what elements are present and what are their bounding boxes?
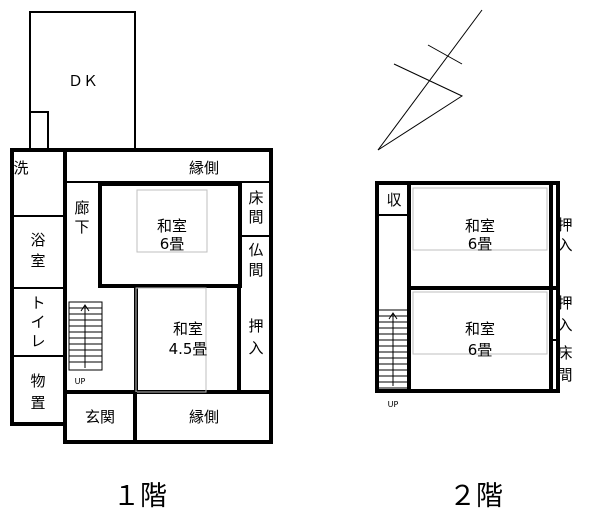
- compass-crossbar: [427, 44, 463, 65]
- stairs-1f: [68, 301, 103, 371]
- toko-2f-label-2: 間: [557, 366, 572, 384]
- monooki-label-1: 物: [30, 372, 45, 390]
- floor-1-plan: ＤＫ 縁側 和室 6畳 床 間 仏 間 和室 4.5畳 押 入 廊 下: [10, 11, 273, 512]
- floor-2-title: ２階: [449, 481, 503, 512]
- washitsu-45-tatami: [135, 287, 207, 393]
- oshiire-top-label-1: 押: [557, 216, 572, 234]
- toilet-label-2: イ: [30, 313, 45, 331]
- up-label-2f: UP: [388, 400, 399, 409]
- washitsu-bottom-label-1: 和室: [465, 320, 495, 338]
- dk-label: ＤＫ: [68, 72, 98, 90]
- toko-2f-label-1: 床: [557, 344, 572, 362]
- roka-label-2: 下: [74, 218, 89, 236]
- toilet-label-1: ト: [30, 294, 45, 312]
- stairs-1f-box: [68, 301, 103, 371]
- washitsu-top-tatami: [412, 187, 548, 251]
- washitsu-top-label-2: 6畳: [468, 235, 493, 253]
- up-label-1f: UP: [75, 377, 86, 386]
- yokushitsu-label-2: 室: [30, 252, 45, 270]
- washitsu-6-tatami: [136, 189, 208, 253]
- north-arrow-icon: [377, 9, 483, 151]
- floor-1-title: １階: [113, 481, 167, 512]
- sentaku-label: 洗: [13, 159, 28, 177]
- toko-label-2: 間: [248, 208, 263, 226]
- washitsu-45-label-1: 和室: [173, 320, 203, 338]
- toko-label-1: 床: [248, 189, 263, 207]
- floor-2-plan: 収 和室 6畳 和室 6畳 押 入 押 入 床 間: [375, 181, 573, 512]
- washitsu-6-label-2: 6畳: [160, 235, 185, 253]
- oshiire-bottom-label-1: 押: [557, 294, 572, 312]
- butsuma-label-2: 間: [248, 261, 263, 279]
- washitsu-bottom-label-2: 6畳: [468, 341, 493, 359]
- oshiire-top-label-2: 入: [557, 236, 572, 254]
- engawa-top-label: 縁側: [189, 159, 219, 177]
- compass-main-line: [377, 9, 483, 151]
- toilet-label-3: レ: [30, 332, 45, 350]
- washitsu-top-label-1: 和室: [465, 217, 495, 235]
- oshiire-bottom-label-2: 入: [557, 316, 572, 334]
- dk-notch: [29, 111, 49, 151]
- stairs-2f: [377, 309, 409, 389]
- oshiire-label-1: 押: [248, 317, 263, 335]
- roka-label-1: 廊: [74, 199, 89, 217]
- shu-label: 収: [386, 191, 401, 209]
- stairs-2f-box: [377, 309, 409, 389]
- oshiire-label-2: 入: [248, 339, 263, 357]
- butsuma-label-1: 仏: [248, 241, 263, 259]
- engawa-bottom-label: 縁側: [189, 408, 219, 426]
- monooki-label-2: 置: [30, 394, 45, 412]
- washitsu-6-label-1: 和室: [157, 217, 187, 235]
- yokushitsu-label-1: 浴: [30, 231, 45, 249]
- washitsu-45-label-2: 4.5畳: [169, 340, 208, 358]
- compass-letter-n: [377, 63, 464, 151]
- genkan-label: 玄関: [85, 408, 115, 426]
- washitsu-bottom-tatami: [412, 291, 548, 355]
